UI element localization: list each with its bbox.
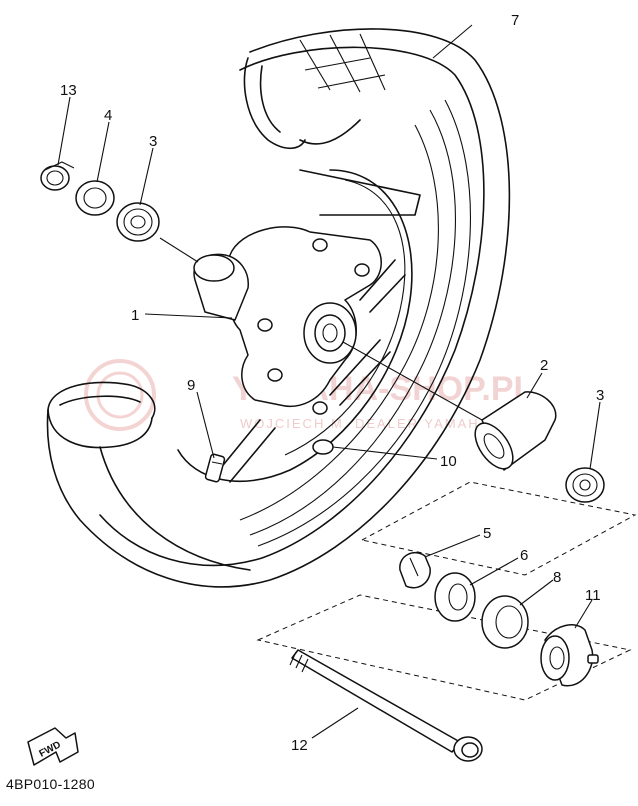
- right-hub-parts: [474, 391, 605, 503]
- oil-seal-7: [481, 595, 529, 649]
- callout-8: 7: [511, 12, 519, 29]
- callout-13: 13: [60, 82, 77, 99]
- callout-12: 12: [291, 737, 308, 754]
- valve-drawing: [204, 453, 226, 483]
- callout-9: 9: [187, 377, 195, 394]
- document-code: 4BP010-1280: [6, 776, 95, 792]
- bearing-3-left: [116, 202, 160, 242]
- left-hub-parts: [40, 161, 160, 242]
- washer-6: [434, 572, 476, 622]
- tire-drawing: [46, 28, 511, 588]
- fwd-direction-badge: FWD: [27, 727, 79, 766]
- wheel-hub-drawing: [177, 169, 421, 483]
- callout-6: 6: [520, 547, 528, 564]
- callout-2: 2: [540, 357, 548, 374]
- axle-side-parts: [399, 551, 599, 687]
- callout-5: 5: [483, 525, 491, 542]
- callout-labels: 7 13 4 3 1 9 2 3 10 5 6 8 11 12: [60, 12, 604, 754]
- wheel-axle-12: [289, 649, 483, 762]
- retainer-clip-5: [399, 551, 431, 589]
- bearing-3-right: [565, 467, 605, 503]
- callout-10: 10: [440, 453, 457, 470]
- oil-seal-4: [75, 180, 115, 216]
- leader-lines: [57, 24, 601, 739]
- callout-3-right: 3: [596, 387, 604, 404]
- gear-unit-11: [540, 624, 599, 687]
- callout-11: 11: [585, 587, 601, 604]
- callout-4: 4: [104, 107, 112, 124]
- collar-13: [40, 161, 75, 191]
- callout-3-left: 3: [149, 133, 157, 150]
- callout-1: 1: [131, 307, 139, 324]
- watermark-subtext: WOJCIECH M. DEALER YAMAHA: [240, 416, 490, 431]
- balance-weight-drawing: [312, 439, 334, 455]
- watermark-logo-icon: [84, 359, 156, 431]
- callout-7: 8: [553, 569, 561, 586]
- spacer-collar-2: [474, 391, 557, 471]
